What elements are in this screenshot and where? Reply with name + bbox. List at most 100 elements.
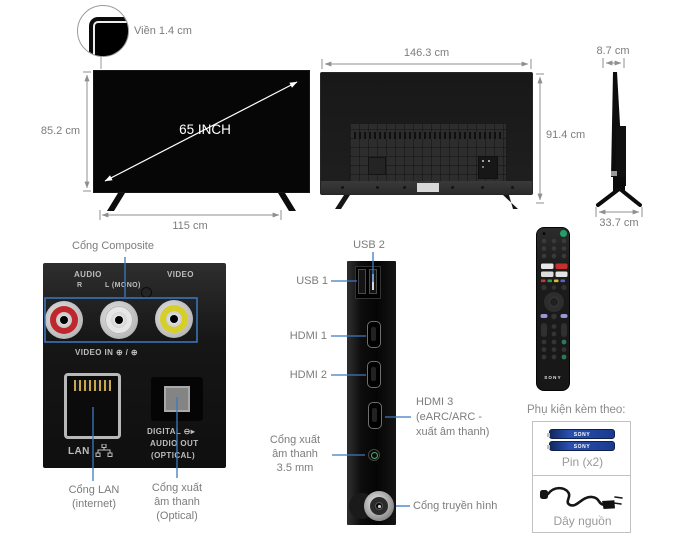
panel-screw: [141, 287, 152, 298]
hdmi3-label: HDMI 3 (eARC/ARC - xuất âm thanh): [416, 395, 489, 440]
hdmi3-label-line3: xuất âm thanh): [416, 426, 490, 438]
battery-label: Pin (x2): [561, 455, 604, 469]
remote-control: SONY: [536, 227, 570, 391]
rear-port-dot: [488, 160, 490, 162]
lan-label-line1: Cổng LAN: [68, 484, 120, 496]
rear-bottom-strip: [321, 181, 532, 194]
optical-label-line2: âm thanh: [154, 496, 200, 508]
rca-yellow-hole: [170, 315, 178, 323]
side-stand-depth-label: 33.7 cm: [599, 217, 639, 229]
r-text: R: [77, 282, 83, 289]
front-diagonal-label: 65 INCH: [179, 122, 231, 137]
audio-35mm-label: Cổng xuất âm thanh 3.5 mm: [262, 433, 328, 475]
side-ports-strip: [347, 261, 396, 525]
usb1-label: USB 1: [296, 275, 328, 287]
hdmi1-label: HDMI 1: [289, 330, 327, 342]
hdmi3-label-line1: HDMI 3: [416, 396, 454, 408]
video-in-text: VIDEO IN ⊕ / ⊕: [75, 348, 139, 357]
composite-panel-photo: AUDIO VIDEO R L (MONO) VIDEO IN ⊕ / ⊕ LA…: [43, 263, 226, 468]
bezel-zoom-circle: [77, 5, 129, 57]
lan-text: LAN: [68, 446, 90, 457]
rear-port-dot: [482, 160, 484, 162]
side-depth-label: 8.7 cm: [596, 45, 630, 57]
accessories-box: SONY SONY Pin (x2) Dây nguồn: [532, 421, 631, 533]
hdmi3-port: [368, 402, 382, 429]
rear-screw: [341, 186, 344, 189]
audio-35mm-label-line2: âm thanh: [272, 448, 318, 460]
rear-screw: [451, 186, 454, 189]
lan-port: [64, 373, 121, 439]
antenna-pin: [378, 505, 381, 508]
hdmi1-port: [367, 321, 381, 348]
rear-screw: [481, 186, 484, 189]
battery-2: SONY: [547, 441, 615, 451]
front-width-label: 115 cm: [172, 220, 208, 232]
audio-35mm-label-line3: 3.5 mm: [276, 462, 314, 474]
rear-label-sticker: [417, 183, 439, 192]
front-height-label: 85.2 cm: [40, 125, 80, 137]
rear-port-dot: [482, 166, 484, 168]
usb-tongue: [372, 274, 374, 290]
rca-yellow-jack: [155, 300, 193, 338]
rear-inner-panel: [349, 123, 507, 185]
hdmi3-label-line2: (eARC/ARC -: [416, 411, 483, 423]
battery-tip: [547, 432, 550, 437]
hdmi1-slot: [371, 327, 376, 341]
rear-screw: [376, 186, 379, 189]
optical-shutter: [164, 386, 190, 412]
accessories-title: Phụ kiện kèm theo:: [527, 404, 626, 416]
rear-vesa-mount: [368, 157, 386, 175]
hdmi3-slot: [372, 408, 377, 422]
audio-35mm-label-line1: Cổng xuất: [269, 434, 321, 446]
optical-label: Cổng xuất âm thanh (Optical): [145, 481, 209, 523]
video-text: VIDEO: [167, 270, 194, 279]
audio-35mm-jack: [368, 449, 380, 461]
optical-label-line1: Cổng xuất: [151, 482, 203, 494]
bezel-inner-line: [93, 21, 128, 56]
l-text: L (MONO): [105, 282, 141, 289]
lan-pins: [74, 380, 111, 391]
usb2-label: USB 2: [353, 239, 385, 251]
battery-tip: [547, 444, 550, 449]
rca-white-jack: [100, 301, 138, 339]
lan-label-line2: (internet): [71, 498, 117, 510]
remote-power-button: [560, 230, 567, 237]
rear-screw: [403, 186, 406, 189]
battery-1: SONY: [547, 429, 615, 439]
tv-rear-view: [320, 72, 533, 195]
composite-title: Cổng Composite: [72, 240, 154, 252]
rca-red-hole: [60, 316, 68, 324]
bezel-corner-graphic: [89, 17, 128, 56]
audio-text: AUDIO: [74, 270, 102, 279]
hdmi2-port: [367, 361, 381, 388]
lan-network-icon: [95, 444, 113, 457]
rear-height-label: 91.4 cm: [546, 129, 586, 141]
rca-red-jack: [45, 301, 83, 339]
antenna-label: Cổng truyền hình: [413, 500, 498, 512]
usb-ports: [355, 266, 381, 299]
battery-brand-text: SONY: [573, 443, 591, 450]
cord-label: Dây nguồn: [553, 514, 612, 528]
usb2-slot: [369, 269, 377, 294]
optical-text-1: DIGITAL ⊖▸: [147, 427, 196, 436]
optical-text-3: (OPTICAL): [151, 451, 196, 460]
hdmi2-slot: [371, 367, 376, 381]
optical-label-line3: (Optical): [156, 510, 198, 522]
rear-screw: [511, 186, 514, 189]
rear-vent-strip: [354, 132, 502, 139]
remote-buttons-graphic: [540, 232, 568, 360]
rear-port-cluster: [478, 156, 498, 179]
optical-text-2: AUDIO OUT: [150, 439, 199, 448]
hdmi2-label: HDMI 2: [289, 369, 327, 381]
accessories-divider: [533, 475, 630, 476]
optical-port: [151, 377, 203, 421]
bezel-label: Viền 1.4 cm: [134, 25, 192, 37]
lan-label: Cổng LAN (internet): [62, 483, 126, 511]
battery-brand-text: SONY: [573, 431, 591, 438]
audio-35mm-ring: [370, 451, 378, 459]
remote-brand-label: SONY: [544, 375, 562, 380]
power-cord-graphic: [540, 486, 623, 509]
usb1-slot: [358, 269, 366, 294]
rear-width-label: 146.3 cm: [403, 47, 450, 59]
